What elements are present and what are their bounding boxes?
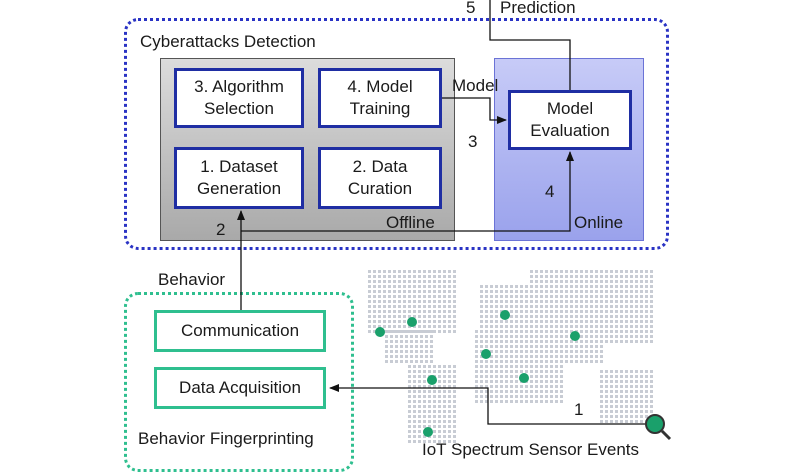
dataset-generation-box[interactable]: 1. Dataset Generation (174, 147, 304, 209)
communication-label: Communication (180, 321, 300, 340)
algorithm-selection-label: 3. Algorithm Selection (194, 77, 284, 118)
model-training-label: 4. Model Training (347, 77, 413, 118)
data-acquisition-box[interactable]: Data Acquisition (154, 367, 326, 409)
cyberattacks-detection-title: Cyberattacks Detection (140, 32, 316, 51)
sensor-point (570, 331, 580, 341)
arrow-to-evaluation (241, 151, 574, 232)
model-training-box[interactable]: 4. Model Training (318, 68, 442, 128)
online-label: Online (574, 213, 624, 232)
prediction-label: Prediction (500, 0, 576, 17)
step-5-label: 5 (466, 0, 476, 17)
offline-label: Offline (386, 213, 435, 232)
model-evaluation-box[interactable]: Model Evaluation (508, 90, 632, 150)
data-curation-label: 2. Data Curation (347, 157, 413, 198)
data-curation-box[interactable]: 2. Data Curation (318, 147, 442, 209)
sensor-point (519, 373, 529, 383)
algorithm-selection-box[interactable]: 3. Algorithm Selection (174, 68, 304, 128)
sensor-point (500, 310, 510, 320)
model-evaluation-label: Model Evaluation (530, 99, 610, 140)
cyberattacks-detection-frame (124, 18, 669, 250)
sensor-point (423, 427, 433, 437)
sensor-point (375, 327, 385, 337)
model-label: Model (452, 76, 499, 95)
behavior-label: Behavior (158, 270, 226, 289)
world-map (368, 270, 653, 443)
step-2-label: 2 (216, 220, 226, 239)
connector-arrows (237, 0, 672, 441)
arrow-sensor-to-acquisition (329, 384, 656, 425)
step-4-label: 4 (545, 182, 555, 201)
magnifier-icon (645, 414, 672, 441)
step-1-label: 1 (574, 400, 584, 419)
arrow-training-to-evaluation (442, 97, 507, 124)
sensor-point (407, 317, 417, 327)
step-3-label: 3 (468, 132, 478, 151)
sensor-point (481, 349, 491, 359)
arrow-prediction-output (489, 0, 571, 90)
dataset-generation-label: 1. Dataset Generation (196, 157, 282, 198)
sensor-point (427, 375, 437, 385)
data-acquisition-label: Data Acquisition (179, 378, 301, 397)
communication-box[interactable]: Communication (154, 310, 326, 352)
behavior-fingerprinting-title: Behavior Fingerprinting (138, 429, 314, 448)
